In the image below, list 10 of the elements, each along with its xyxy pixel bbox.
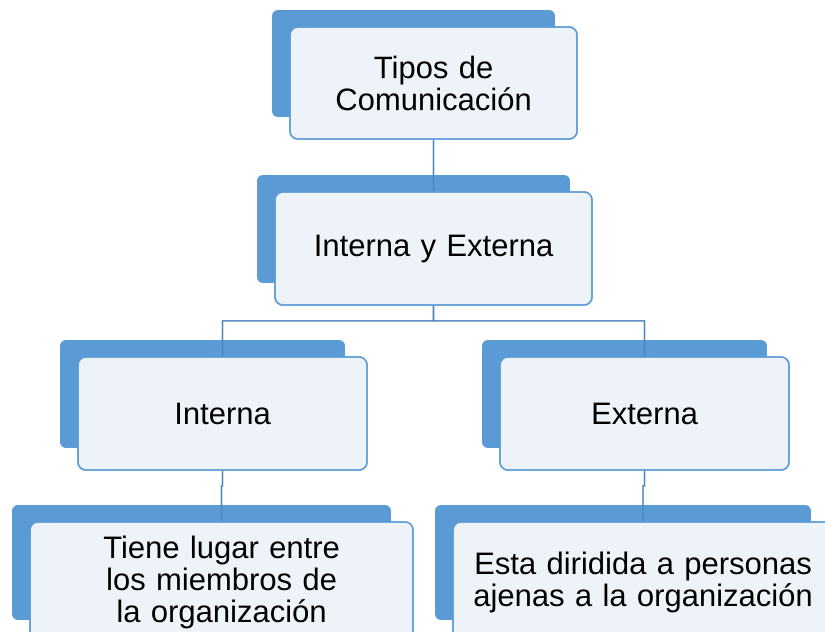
process-box: Tipos de Comunicación (272, 10, 578, 140)
connector-line (432, 140, 434, 192)
connector-line (642, 470, 646, 522)
process-box: Interna y Externa (257, 175, 593, 306)
process-box: Esta diridida a personas ajenas a la organización (435, 505, 825, 632)
connector-line (220, 470, 224, 522)
process-box: Tiene lugar entre los miembros de la organización (12, 505, 414, 632)
process-box: Interna (60, 340, 368, 471)
process-box: Externa (482, 340, 790, 471)
connector-line (432, 306, 646, 356)
